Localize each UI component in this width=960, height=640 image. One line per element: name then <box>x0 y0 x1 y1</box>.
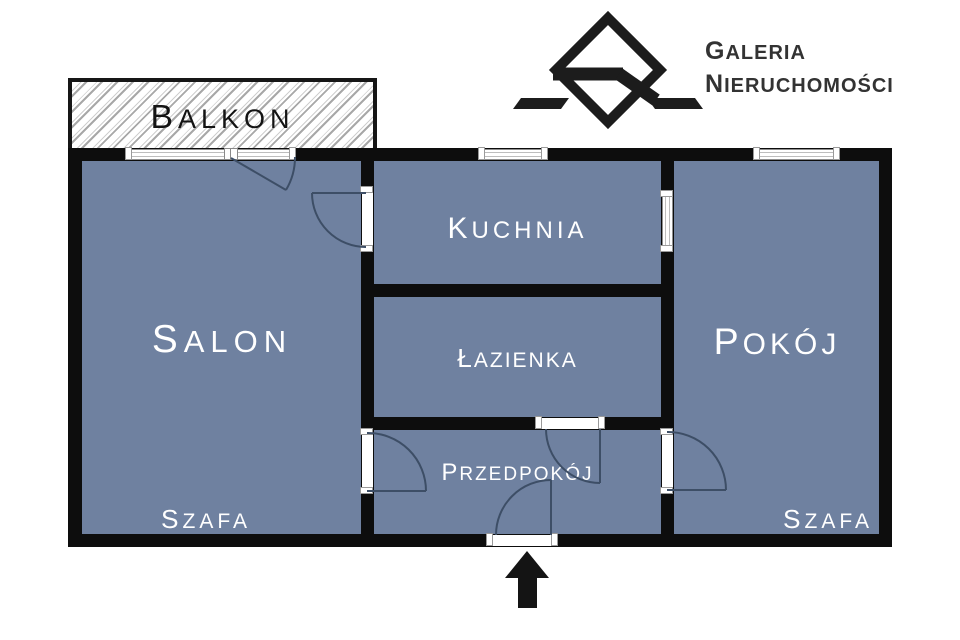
bedroom-hallway-door-opening <box>660 428 673 494</box>
wall-kitchen-bathroom <box>361 284 674 297</box>
wardrobe-label-salon: SZAFA <box>160 504 252 534</box>
room-label-kitchen: KUCHNIA <box>447 212 588 245</box>
entrance-arrow-icon <box>505 551 549 608</box>
wall-bathroom-hallway <box>361 417 674 430</box>
balcony-label: BALKON <box>150 98 295 136</box>
room-label-hallway: PRZEDPOKÓJ <box>441 459 594 486</box>
wall-right <box>879 148 892 547</box>
salon-kitchen-door-opening <box>360 186 373 252</box>
balcony-window <box>125 147 296 160</box>
logo-right-dash <box>647 98 703 109</box>
logo-text-line1: GALERIA <box>705 37 806 65</box>
kitchen-pass-window <box>660 190 673 252</box>
logo-wordmark: GALERIA NIERUCHOMOŚCI <box>705 36 894 102</box>
entrance-door-opening <box>486 533 558 546</box>
balcony-door-jamb <box>224 148 238 160</box>
wall-left <box>68 148 82 547</box>
wardrobe-label-bedroom: SZAFA <box>782 504 874 534</box>
room-label-salon: SALON <box>151 318 293 361</box>
wall-bottom <box>68 534 892 547</box>
room-label-bedroom: POKÓJ <box>713 320 841 362</box>
logo-left-dash <box>513 98 569 109</box>
logo-text-line2: NIERUCHOMOŚCI <box>705 70 894 98</box>
bathroom-door-opening <box>535 416 605 429</box>
balcony-area: BALKON <box>68 78 377 156</box>
kitchen-window <box>478 147 548 160</box>
apartment-interior <box>82 161 879 534</box>
bedroom-window <box>753 147 840 160</box>
salon-hallway-door-opening <box>360 428 373 494</box>
room-label-bathroom: ŁAZIENKA <box>457 343 578 373</box>
logo-diamond-g-icon <box>513 10 703 130</box>
